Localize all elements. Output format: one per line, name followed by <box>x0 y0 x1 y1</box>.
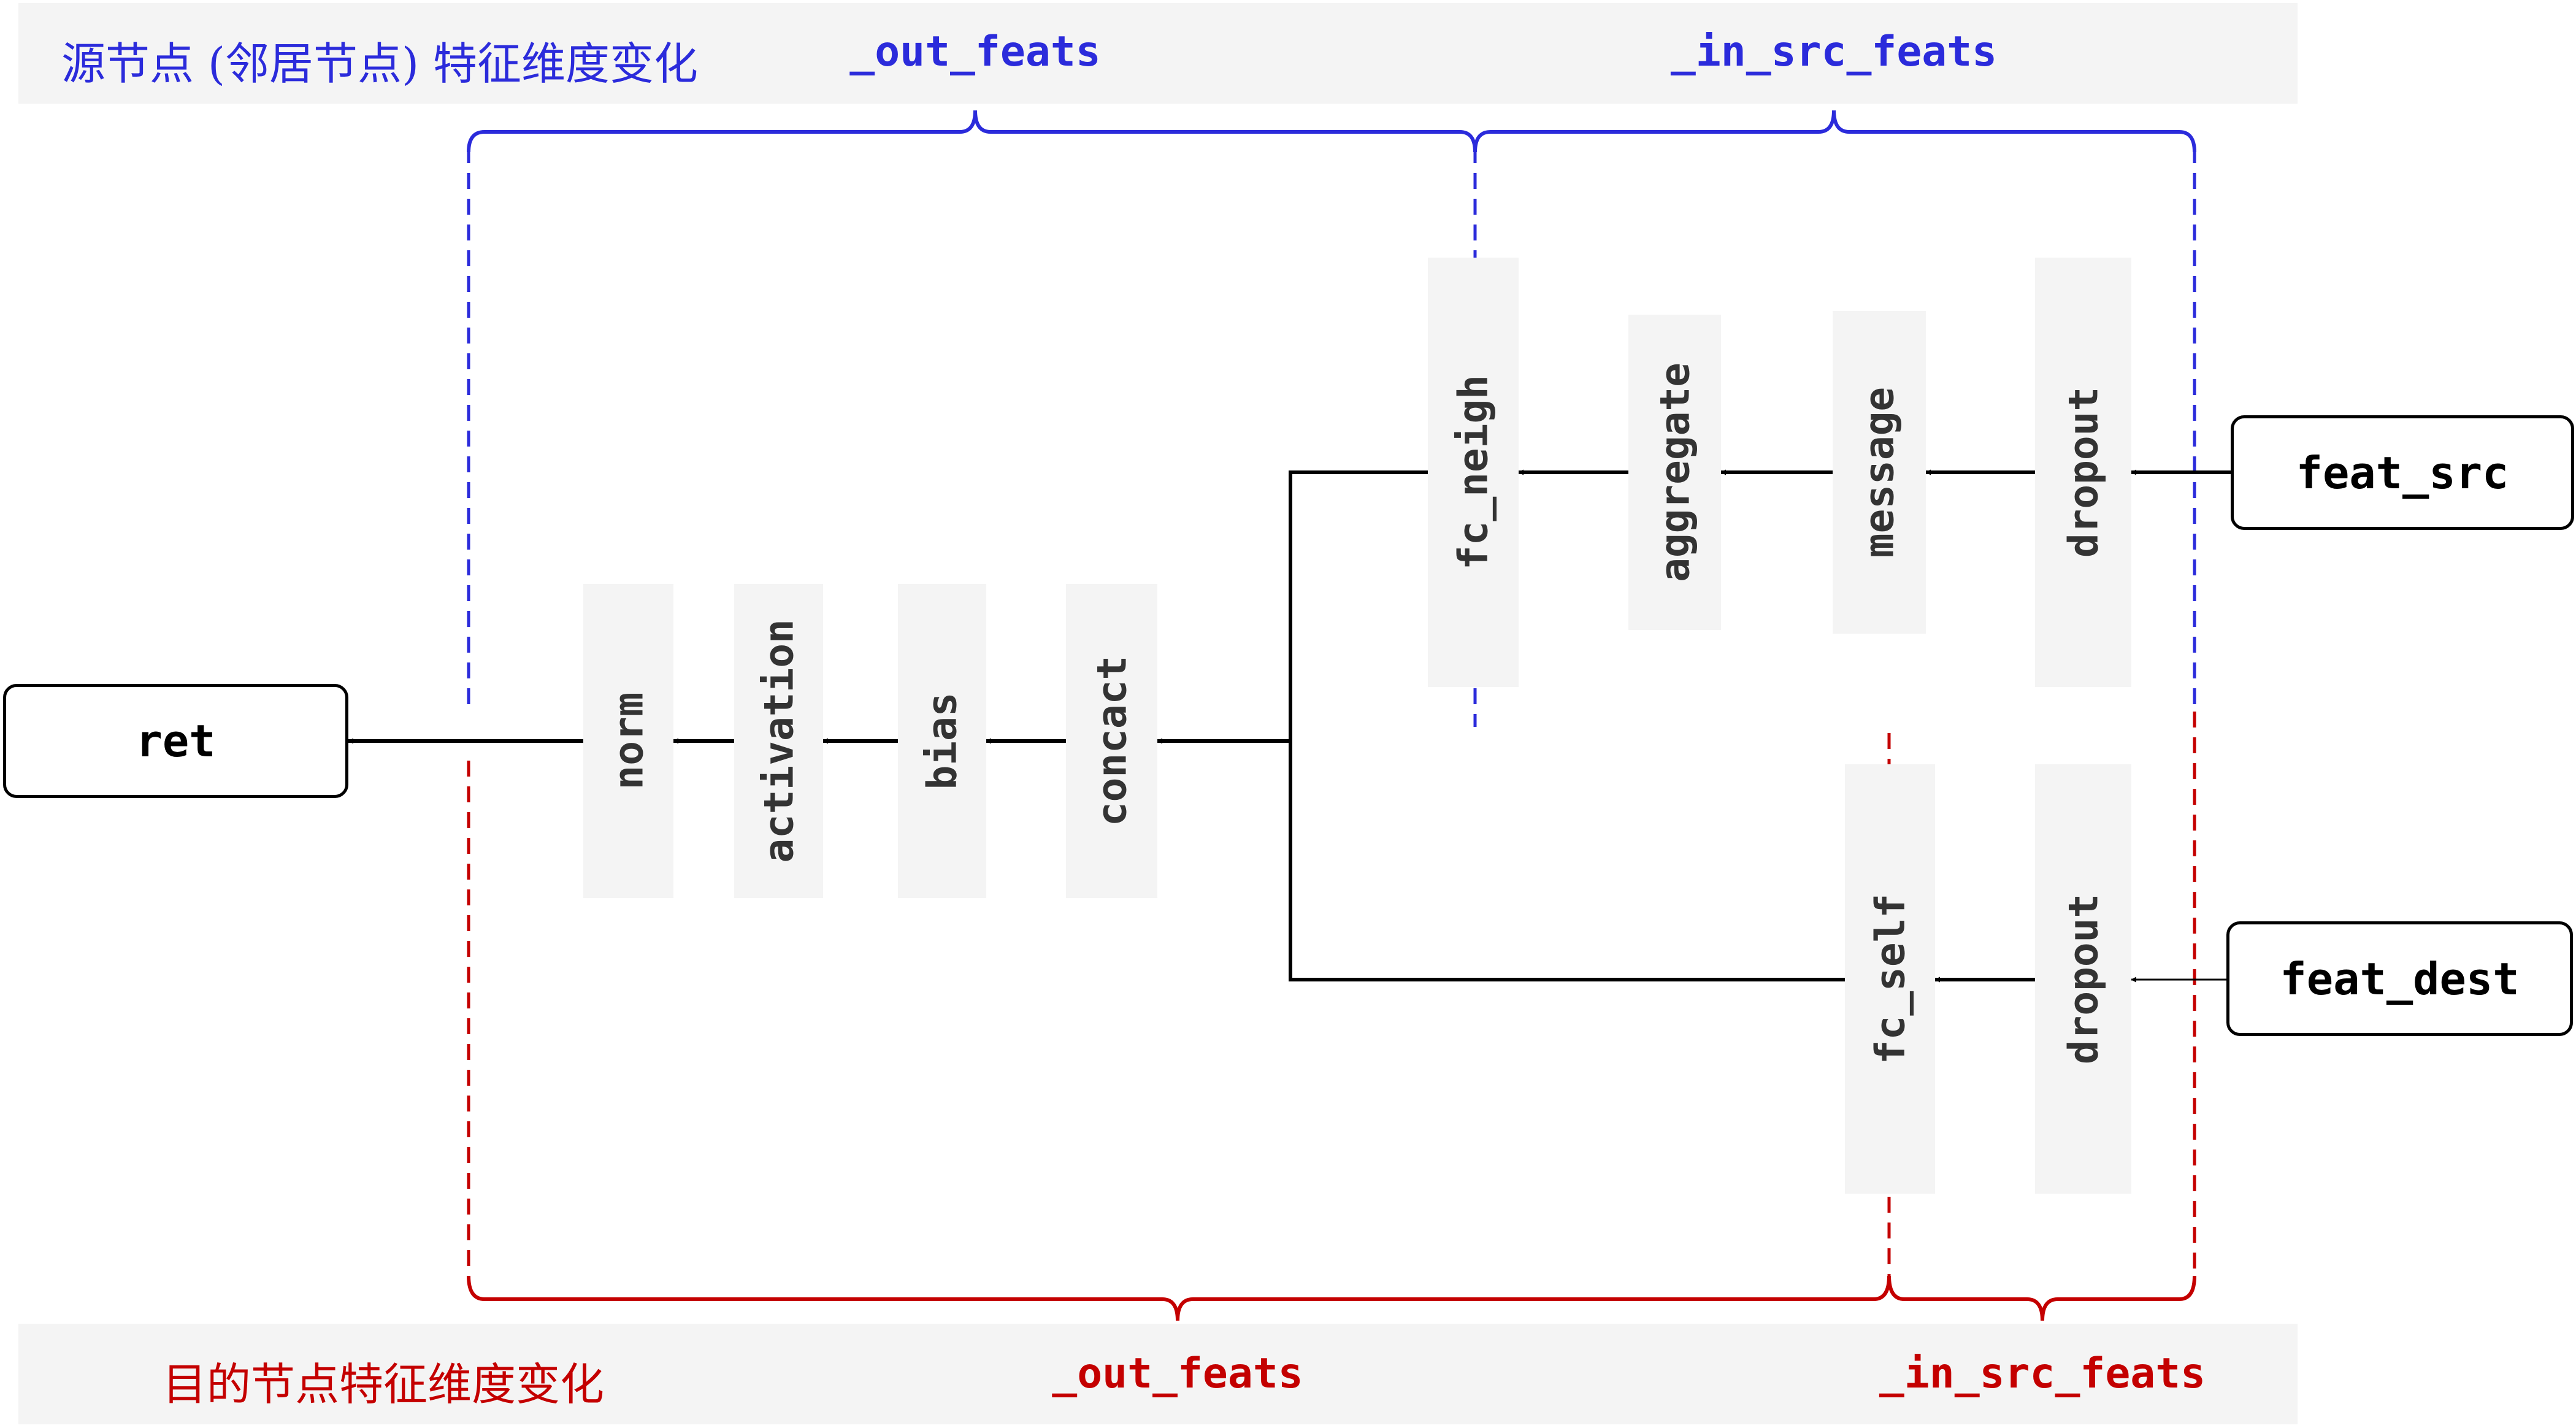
feat-dest-node: feat_dest <box>2226 921 2573 1036</box>
destination-dimension-band <box>18 1324 2298 1424</box>
in-src-feats-brace-top <box>1473 110 2196 153</box>
fc-self-label: fc_self <box>1866 893 1914 1065</box>
dropout-dest-box: dropout <box>2035 764 2131 1194</box>
source-dimension-title: 源节点 (邻居节点) 特征维度变化 <box>61 38 698 90</box>
bias-label: bias <box>918 692 966 790</box>
aggregate-label: aggregate <box>1651 363 1698 582</box>
concact-label: concact <box>1088 655 1135 827</box>
activation-label: activation <box>755 619 802 863</box>
fc-neigh-label: fc_neigh <box>1449 375 1497 570</box>
norm-box: norm <box>583 584 673 898</box>
concact-box: concact <box>1066 584 1157 898</box>
activation-box: activation <box>734 584 823 898</box>
ret-node: ret <box>3 684 348 798</box>
feat-src-node: feat_src <box>2231 415 2574 530</box>
connector-fc-neigh-to-merge <box>1289 470 1428 741</box>
source-out-feats-label: _out_feats <box>849 28 1101 76</box>
message-label: message <box>1855 386 1903 558</box>
dropout-dest-label: dropout <box>2060 893 2107 1065</box>
aggregate-box: aggregate <box>1628 315 1721 630</box>
dropout-src-box: dropout <box>2035 258 2131 687</box>
dropout-src-label: dropout <box>2060 386 2107 558</box>
fc-neigh-box: fc_neigh <box>1428 258 1519 687</box>
out-feats-brace-bottom <box>467 1275 1891 1321</box>
destination-in-src-feats-label: _in_src_feats <box>1879 1349 2206 1398</box>
in-src-feats-brace-bottom <box>1887 1275 2196 1321</box>
destination-dimension-title: 目的节点特征维度变化 <box>163 1359 605 1410</box>
fc-self-box: fc_self <box>1845 764 1935 1194</box>
source-dimension-band <box>18 3 2298 104</box>
connector-fc-self-to-merge <box>1289 741 1845 981</box>
norm-label: norm <box>605 692 652 790</box>
destination-out-feats-label: _out_feats <box>1052 1349 1303 1398</box>
out-feats-brace-top <box>467 110 1477 153</box>
message-box: message <box>1833 311 1926 634</box>
source-in-src-feats-label: _in_src_feats <box>1670 28 1998 76</box>
bias-box: bias <box>898 584 986 898</box>
